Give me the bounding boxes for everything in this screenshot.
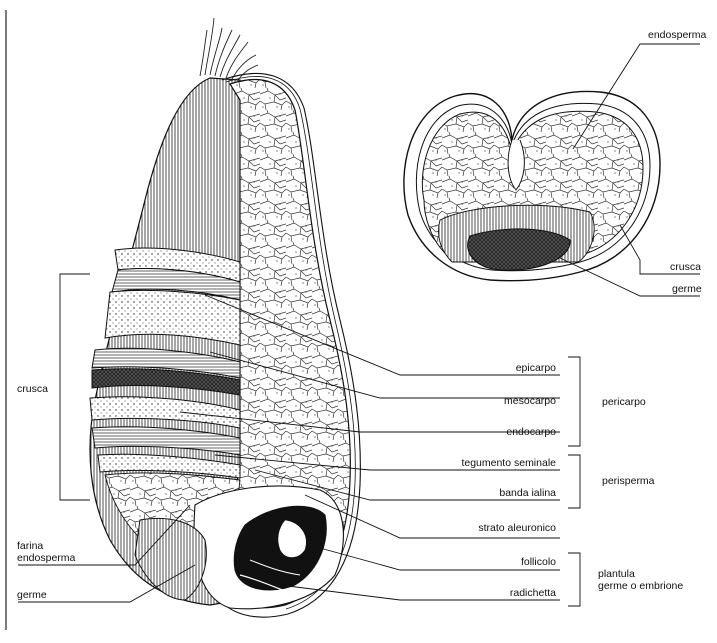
kernel-beard (200, 18, 258, 80)
label-plantula: plantula (598, 568, 635, 580)
label-crusca-left: crusca (17, 383, 48, 395)
label-strato-aleuronico: strato aleuronico (420, 522, 556, 534)
kernel-cross-section (404, 91, 660, 280)
kernel-longitudinal-section (90, 18, 360, 617)
label-banda-ialina: banda ialina (440, 487, 556, 499)
label-farina: farina (17, 540, 43, 552)
label-tegumento-seminale: tegumento seminale (400, 457, 556, 469)
label-follicolo: follicolo (440, 556, 556, 568)
label-farina-endosperma: endosperma (17, 552, 75, 564)
label-radichetta: radichetta (440, 587, 556, 599)
label-epicarpo: epicarpo (440, 362, 556, 374)
label-pericarpo: pericarpo (602, 396, 646, 408)
label-endocarpo: endocarpo (440, 426, 556, 438)
label-germe-left: germe (17, 589, 47, 601)
label-germe-o-embrione: germe o embrione (598, 580, 683, 592)
label-perisperma: perisperma (602, 475, 655, 487)
label-germe-right: germe (672, 283, 702, 295)
label-mesocarpo: mesocarpo (440, 395, 556, 407)
label-crusca-right: crusca (670, 261, 701, 273)
label-endosperma: endosperma (648, 29, 706, 41)
